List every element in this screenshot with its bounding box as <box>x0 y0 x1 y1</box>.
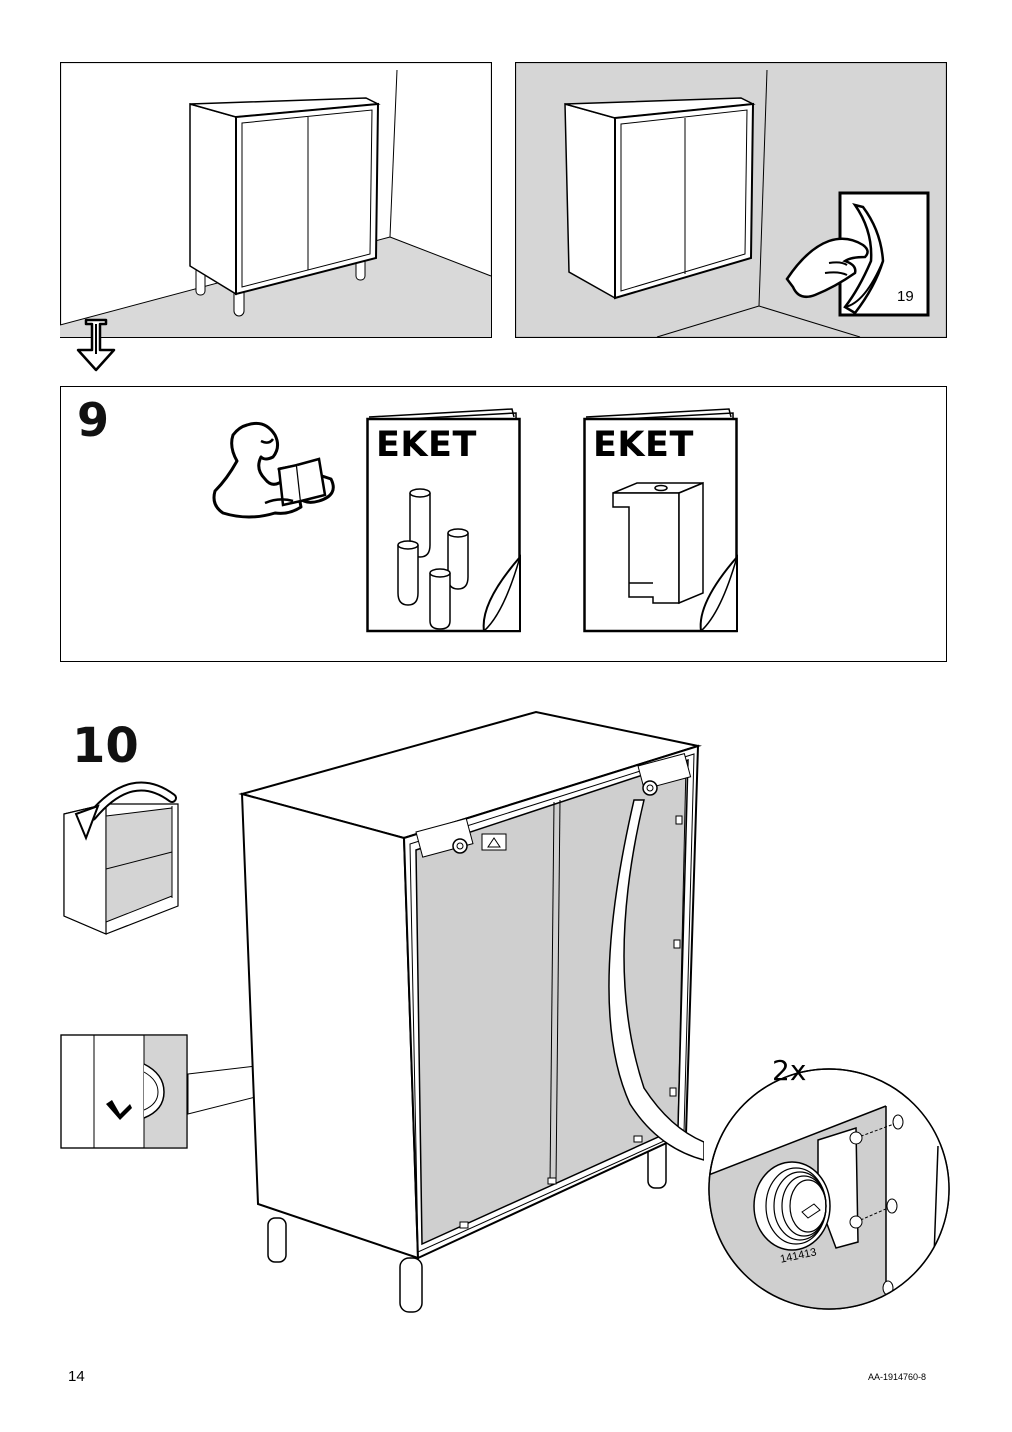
page-reference-number: 19 <box>897 288 914 305</box>
panel-cabinet-wall-mounted: 19 <box>515 62 947 338</box>
booklet-title: EKET <box>376 425 477 465</box>
booklet-reference-icon <box>785 191 930 317</box>
turn-cabinet-icon <box>62 776 184 936</box>
quantity-label: 2x <box>772 1054 807 1087</box>
read-instructions-icon <box>209 417 341 525</box>
booklet-legs: EKET <box>366 407 522 633</box>
step-number: 10 <box>72 718 139 774</box>
cabinet-back-view <box>238 708 704 1316</box>
magnified-bracket-detail: 141413 <box>706 1066 952 1312</box>
document-code: AA-1914760-8 <box>868 1372 927 1382</box>
booklet-bracket: EKET <box>583 407 739 633</box>
booklet-title: EKET <box>593 425 694 465</box>
cabinet-on-legs-illustration <box>60 62 492 338</box>
step-9-panel: 9 EKET <box>60 386 947 662</box>
step-number: 9 <box>77 393 110 447</box>
down-arrow-icon <box>70 318 122 374</box>
page-number: 14 <box>68 1368 85 1385</box>
panel-cabinet-on-legs <box>60 62 492 338</box>
